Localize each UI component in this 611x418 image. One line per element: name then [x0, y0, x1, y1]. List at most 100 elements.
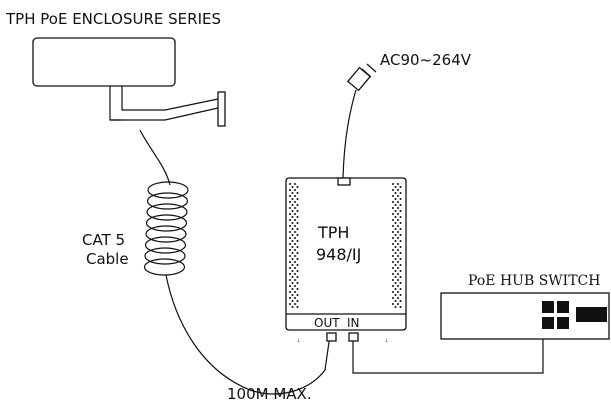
vent-dot: [291, 294, 294, 296]
vent-dot: [296, 222, 299, 224]
vent-dot: [296, 276, 299, 278]
vent-dot: [394, 300, 397, 302]
vent-dot: [399, 192, 402, 194]
vent-dot: [392, 285, 394, 287]
enclosure-title: TPH PoE ENCLOSURE SERIES: [5, 10, 221, 28]
vent-dot: [289, 219, 291, 221]
vent-dot: [296, 306, 299, 308]
vent-dot: [394, 234, 397, 236]
in-port: [348, 332, 359, 342]
vent-dot: [296, 246, 299, 248]
vent-dot: [397, 255, 399, 257]
vent-dot: [296, 258, 299, 260]
vent-dot: [291, 258, 294, 260]
vent-dot: [294, 225, 296, 227]
vent-dot: [397, 201, 399, 203]
vent-dot: [399, 198, 402, 200]
vent-dot: [294, 255, 296, 257]
vent-dot: [394, 192, 397, 194]
vent-dot: [296, 216, 299, 218]
vent-dot: [394, 222, 397, 224]
vent-dot: [397, 267, 399, 269]
vent-dot: [296, 300, 299, 302]
vent-dot: [397, 237, 399, 239]
vent-dot: [294, 189, 296, 191]
vent-dot: [291, 210, 294, 212]
vent-dot: [394, 282, 397, 284]
vent-dot: [289, 267, 291, 269]
vent-dot: [289, 225, 291, 227]
vent-dot: [392, 225, 394, 227]
vent-dot: [294, 297, 296, 299]
vent-dot: [399, 270, 402, 272]
vent-dot: [291, 216, 294, 218]
vent-dot: [399, 228, 402, 230]
vent-dot: [296, 282, 299, 284]
vent-dot: [289, 207, 291, 209]
vent-dot: [296, 288, 299, 290]
out-port-label: OUT: [314, 316, 340, 330]
vent-dot: [392, 183, 394, 185]
vent-dot: [392, 261, 394, 263]
vent-dot: [289, 249, 291, 251]
vent-dot: [397, 231, 399, 233]
vent-dot: [392, 297, 394, 299]
vent-dot: [291, 306, 294, 308]
vent-dot: [291, 282, 294, 284]
vent-dot: [291, 252, 294, 254]
vent-dot: [289, 285, 291, 287]
out-port: [326, 332, 337, 342]
vent-dot: [294, 249, 296, 251]
vent-dot: [397, 195, 399, 197]
vent-dot: [289, 231, 291, 233]
cable-label-line2: Cable: [86, 250, 129, 268]
vent-dot: [291, 240, 294, 242]
vent-dot: [296, 204, 299, 206]
vent-dot: [394, 288, 397, 290]
vent-dot: [392, 273, 394, 275]
vent-dot: [392, 219, 394, 221]
vent-dot: [289, 261, 291, 263]
vent-dot: [394, 294, 397, 296]
vent-dot: [399, 246, 402, 248]
vent-dot: [397, 279, 399, 281]
vent-dot: [399, 276, 402, 278]
vent-dot: [399, 294, 402, 296]
vent-dot: [394, 186, 397, 188]
vent-dot: [296, 294, 299, 296]
coil-loop: [146, 192, 189, 210]
device-label-line2: 948/IJ: [316, 245, 361, 264]
vent-dot: [296, 210, 299, 212]
vent-dot: [289, 297, 291, 299]
vent-dot: [399, 306, 402, 308]
vent-dot: [399, 240, 402, 242]
vent-dot: [392, 267, 394, 269]
svg-text:⊥: ⊥: [296, 338, 300, 344]
coil-loop: [144, 236, 187, 254]
vent-dot: [294, 243, 296, 245]
vent-dot: [397, 297, 399, 299]
vent-dot: [394, 210, 397, 212]
vent-dot: [296, 234, 299, 236]
vent-dot: [294, 195, 296, 197]
poe-hub-switch: [440, 292, 610, 340]
vent-dot: [397, 303, 399, 305]
device-label-line1: TPH: [317, 223, 349, 242]
vent-dot: [397, 189, 399, 191]
vent-dot: [397, 207, 399, 209]
vent-dot: [399, 204, 402, 206]
tph-device: ⊥ ⊥: [285, 177, 407, 344]
vent-dot: [291, 264, 294, 266]
svg-text:⊥: ⊥: [384, 338, 388, 344]
vent-dot: [394, 252, 397, 254]
vent-dot: [392, 237, 394, 239]
vent-dot: [392, 279, 394, 281]
cat5-cable: [139, 129, 331, 395]
cable-coil: [143, 181, 189, 276]
vent-dot: [294, 285, 296, 287]
vent-dot: [294, 183, 296, 185]
vent-dot: [296, 186, 299, 188]
vent-dot: [291, 204, 294, 206]
vent-dot: [296, 270, 299, 272]
